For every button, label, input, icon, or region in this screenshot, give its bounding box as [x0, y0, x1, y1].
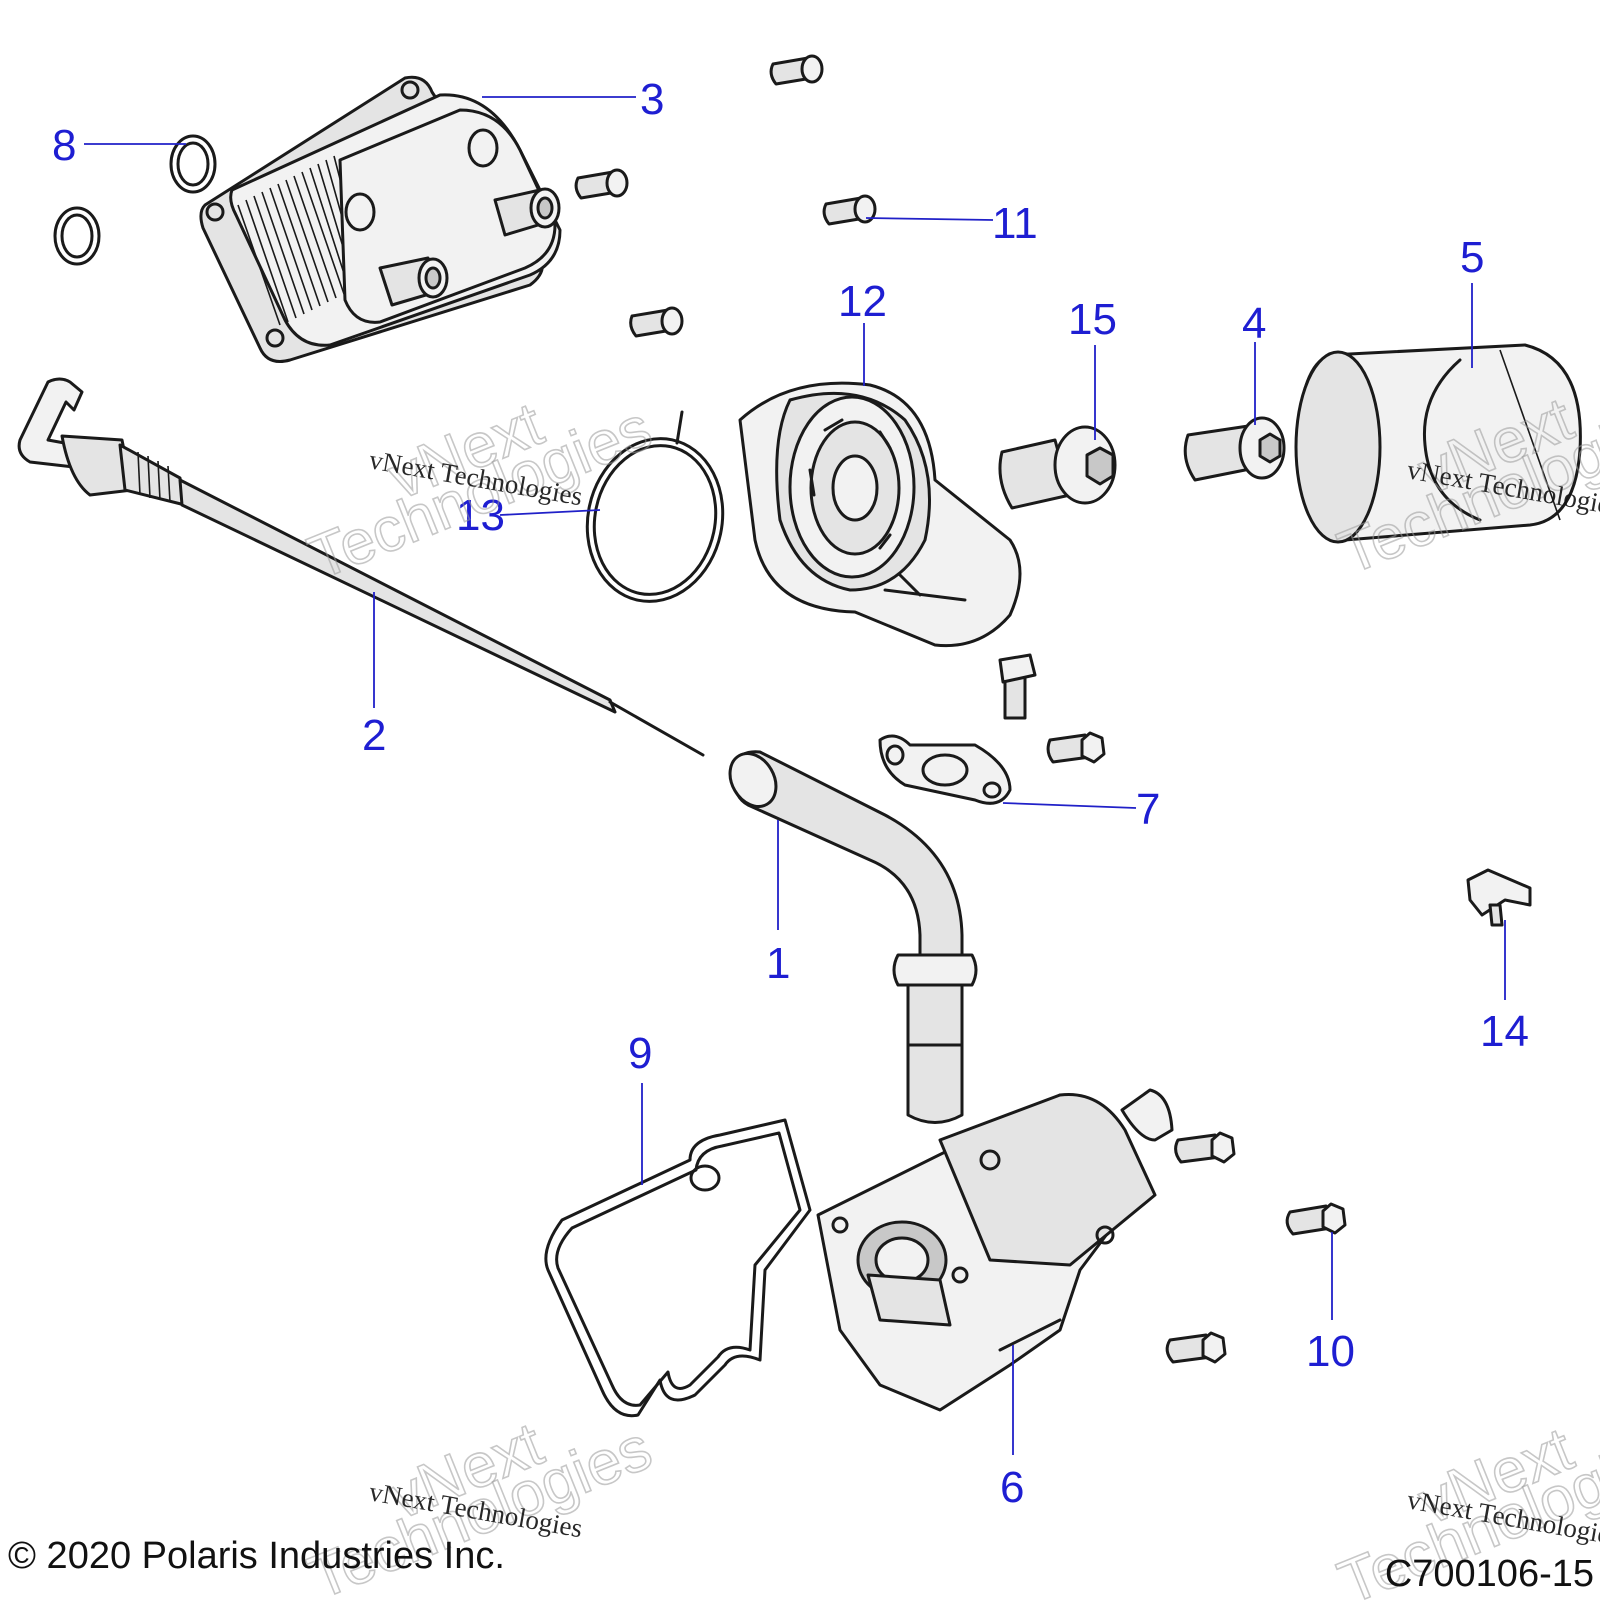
callouts: 1 2 3 4 5 6 7 8 9 10 11 12 13 14 15 — [52, 75, 1529, 1512]
callout-2: 2 — [362, 711, 386, 760]
callout-13: 13 — [456, 491, 505, 540]
leader-7 — [1002, 802, 1137, 809]
bolt-cover-lower — [1165, 1331, 1227, 1364]
callout-12: 12 — [838, 277, 887, 326]
screw-11 — [822, 194, 877, 226]
bolt-cover-upper — [1174, 1131, 1236, 1164]
callout-14: 14 — [1480, 1007, 1529, 1056]
callout-6: 6 — [1000, 1463, 1024, 1512]
callout-11: 11 — [992, 199, 1038, 248]
callout-3: 3 — [640, 75, 664, 124]
o-ring-part — [53, 134, 217, 266]
callout-15: 15 — [1068, 295, 1117, 344]
bolt-vertical — [998, 653, 1037, 720]
fitting-bolt-part — [998, 425, 1117, 510]
callout-8: 8 — [52, 121, 76, 170]
cover-gasket-part — [544, 1118, 812, 1418]
screw-adapter — [629, 306, 684, 338]
leader-13 — [499, 509, 601, 516]
callout-1: 1 — [766, 939, 790, 988]
screw-top — [769, 54, 824, 86]
large-o-ring-part — [585, 410, 725, 603]
callout-10: 10 — [1306, 1327, 1355, 1376]
leader-11 — [865, 217, 994, 221]
dipstick-part — [17, 377, 705, 757]
filter-adapter-part — [738, 381, 1022, 648]
bolt-10 — [1285, 1202, 1347, 1236]
callout-9: 9 — [628, 1029, 652, 1078]
oil-cooler-part — [199, 75, 562, 363]
clip-part — [1466, 868, 1532, 927]
copyright-text: © 2020 Polaris Industries Inc. — [8, 1535, 505, 1577]
oil-pump-cover-part — [816, 1088, 1174, 1412]
callout-7: 7 — [1136, 785, 1160, 834]
leader-lines — [84, 96, 1506, 1455]
nipple-part — [1183, 416, 1286, 482]
oil-pickup-tube-part — [728, 750, 978, 1124]
callout-4: 4 — [1242, 299, 1266, 348]
gasket-part — [878, 734, 1012, 805]
bolt-gasket — [1046, 731, 1106, 764]
callout-5: 5 — [1460, 233, 1484, 282]
watermark-center: vNext Technologies vNext Technologies — [299, 389, 662, 594]
oil-filter-part — [1294, 343, 1582, 544]
screw-cooler — [574, 168, 629, 200]
figure-code: C700106-15 — [1385, 1553, 1594, 1595]
